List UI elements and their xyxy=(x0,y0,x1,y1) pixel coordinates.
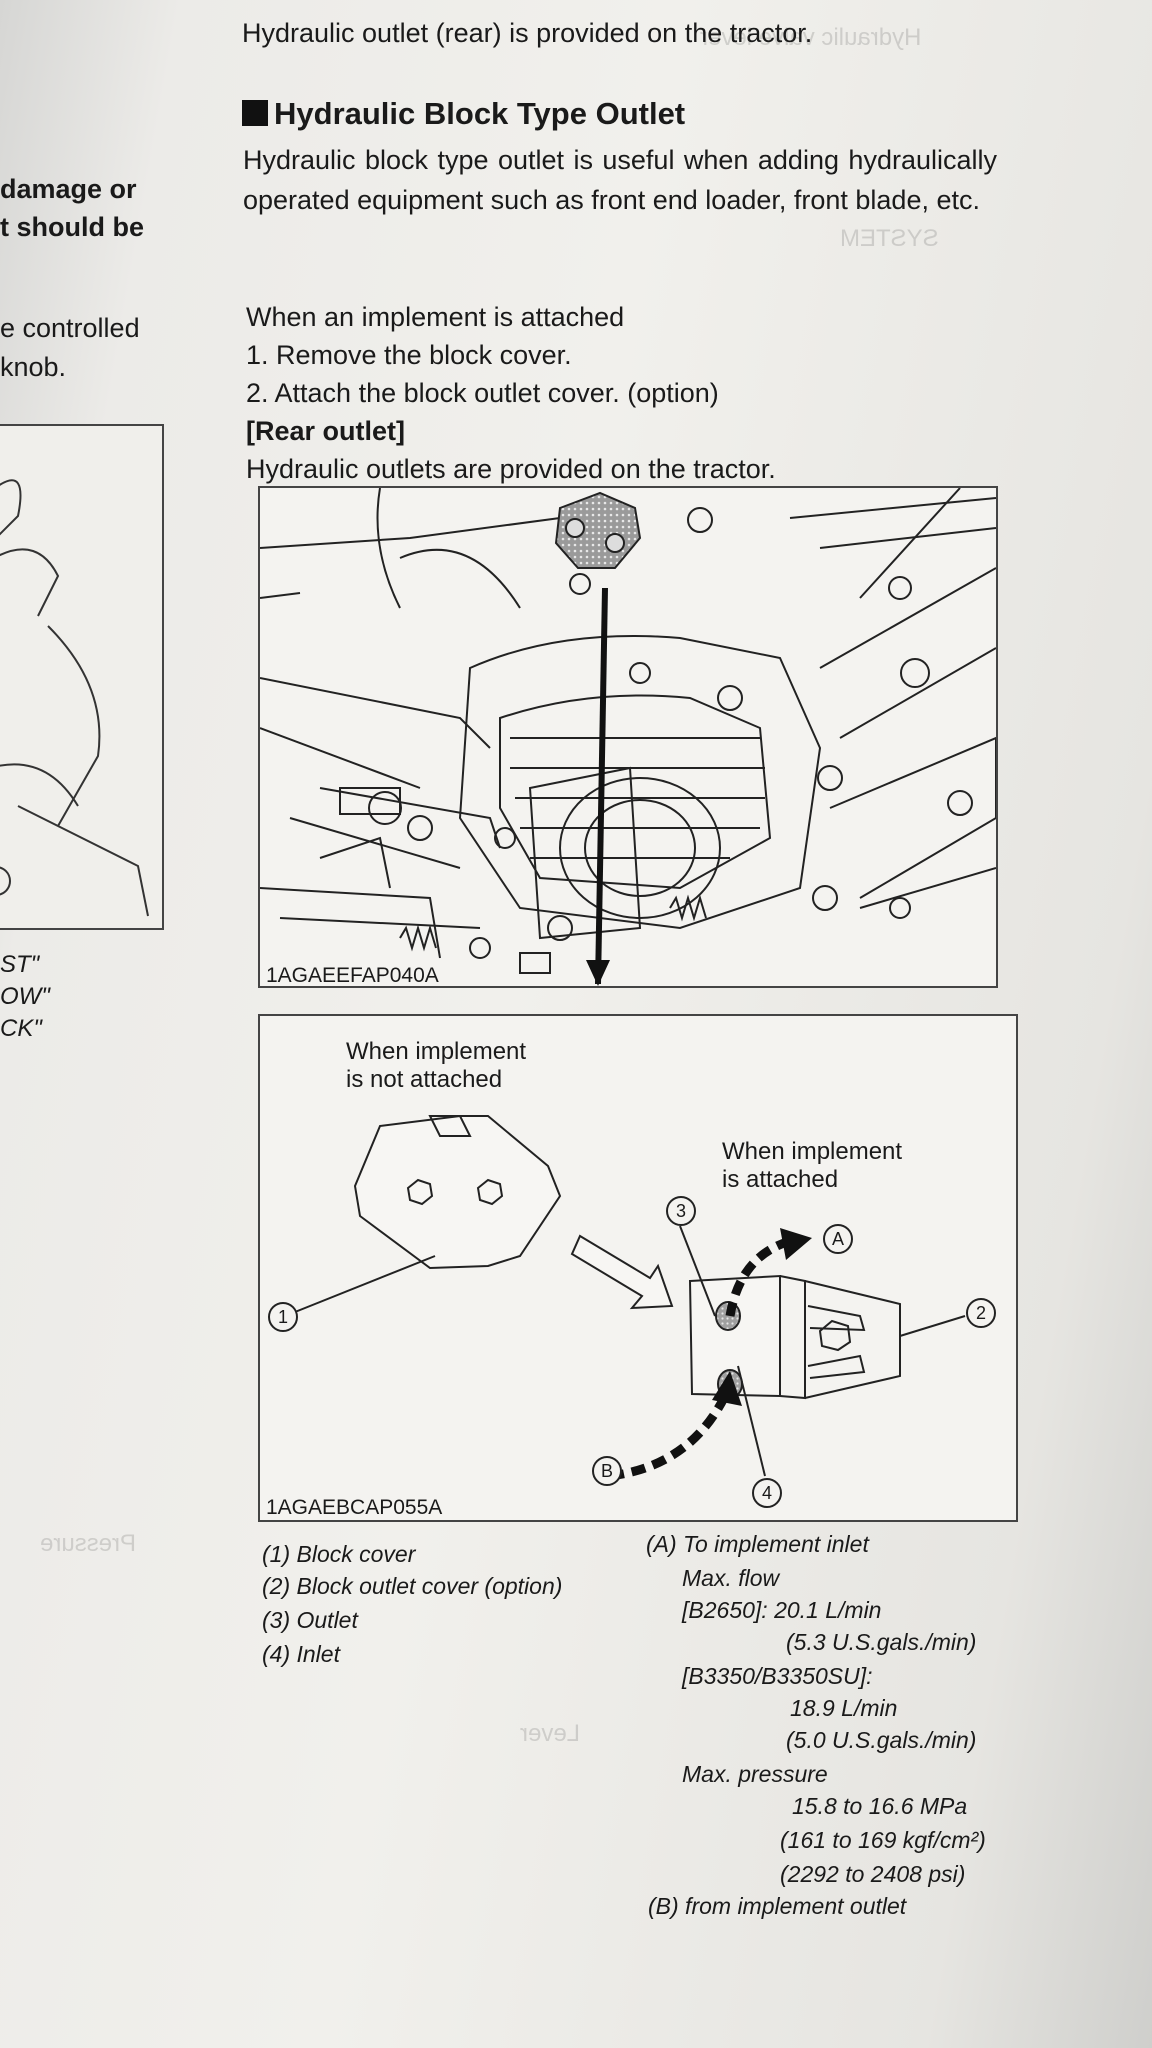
not-attached-label-line1: When implement xyxy=(346,1038,527,1065)
left-fragment: ST" xyxy=(0,951,40,978)
pressure-kgf: (161 to 169 kgf/cm²) xyxy=(780,1827,986,1853)
b2650-flow: [B2650]: 20.1 L/min xyxy=(682,1597,882,1623)
legend-item: (2) Block outlet cover (option) xyxy=(262,1573,563,1599)
legend-item: (3) Outlet xyxy=(262,1607,358,1633)
section-title: Hydraulic Block Type Outlet xyxy=(242,96,685,132)
section-title-text: Hydraulic Block Type Outlet xyxy=(274,96,686,131)
step-2: 2. Attach the block outlet cover. (optio… xyxy=(246,378,719,408)
figure-block-outlet: When implement is not attached When impl… xyxy=(258,1014,1018,1522)
pressure-psi: (2292 to 2408 psi) xyxy=(780,1861,966,1887)
rear-outlet-text: Hydraulic outlets are provided on the tr… xyxy=(246,454,776,484)
callout-a: A xyxy=(823,1224,853,1254)
max-pressure-label: Max. pressure xyxy=(682,1761,828,1787)
b3350-flow-gal: (5.0 U.S.gals./min) xyxy=(786,1727,977,1753)
figure-code: 1AGAEBCAP055A xyxy=(266,1496,443,1519)
steps-intro: When an implement is attached xyxy=(246,302,625,332)
legend-item: (1) Block cover xyxy=(262,1541,416,1567)
b3350-flow: 18.9 L/min xyxy=(790,1695,898,1721)
b3350-label: [B3350/B3350SU]: xyxy=(682,1663,873,1689)
callout-1: 1 xyxy=(268,1302,298,1332)
figure-code: 1AGAEEFAP040A xyxy=(266,964,439,987)
left-fragment: knob. xyxy=(0,352,67,382)
attached-label-line1: When implement xyxy=(722,1138,903,1165)
left-fragment: damage or xyxy=(0,174,137,204)
pressure-mpa: 15.8 to 16.6 MPa xyxy=(792,1793,968,1819)
left-fragment: CK" xyxy=(0,1015,42,1042)
left-fragment: t should be xyxy=(0,212,144,242)
top-line: Hydraulic outlet (rear) is provided on t… xyxy=(242,18,813,48)
legend-a-title: (A) To implement inlet xyxy=(646,1531,869,1557)
tractor-rear-drawing xyxy=(259,487,997,986)
callout-4: 4 xyxy=(752,1478,782,1508)
left-figure-fragment xyxy=(0,424,164,930)
not-attached-label-line2: is not attached xyxy=(346,1066,503,1093)
left-fragment: OW" xyxy=(0,983,50,1010)
legend-item: (4) Inlet xyxy=(262,1641,340,1667)
square-bullet-icon xyxy=(242,100,268,126)
callout-2: 2 xyxy=(966,1298,996,1328)
left-fragment: e controlled xyxy=(0,313,140,343)
section-paragraph: Hydraulic block type outlet is useful wh… xyxy=(243,145,997,215)
figure-rear-outlet: 1AGAEEFAP040A xyxy=(258,486,998,988)
callout-b: B xyxy=(592,1456,622,1486)
step-1: 1. Remove the block cover. xyxy=(246,340,572,370)
attached-label-line2: is attached xyxy=(722,1166,839,1193)
max-flow-label: Max. flow xyxy=(682,1565,780,1591)
legend-b-title: (B) from implement outlet xyxy=(648,1893,907,1919)
callout-3: 3 xyxy=(666,1196,696,1226)
b2650-flow-gal: (5.3 U.S.gals./min) xyxy=(786,1629,977,1655)
left-figure-drawing xyxy=(0,479,149,917)
block-outlet-drawing xyxy=(284,1115,966,1481)
rear-outlet-heading: [Rear outlet] xyxy=(246,416,406,446)
